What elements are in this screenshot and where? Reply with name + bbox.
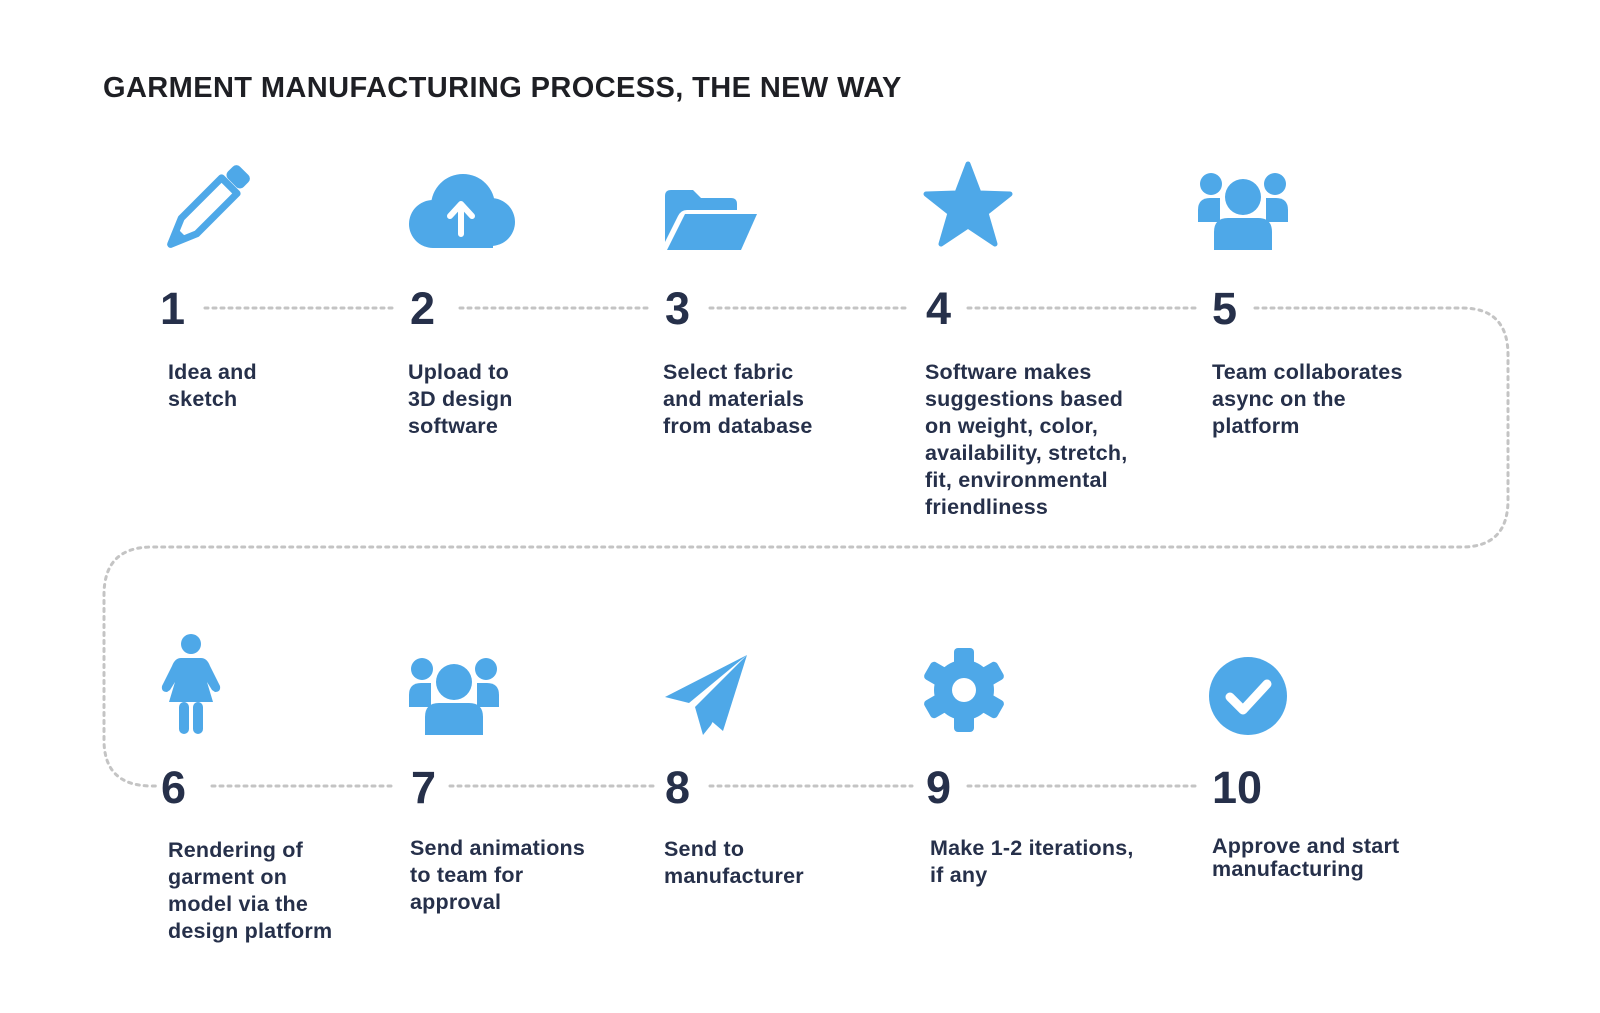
star-icon [922,160,1014,252]
team-icon [1198,170,1288,252]
step-number-6: 6 [161,762,187,813]
female-figure-icon [161,634,221,734]
team-icon [409,655,499,737]
step-number-3: 3 [665,283,691,334]
step-number-2: 2 [410,283,436,334]
step-number-9: 9 [926,762,952,813]
step-number-5: 5 [1212,283,1238,334]
gear-icon [922,648,1006,732]
paper-plane-icon [663,653,749,737]
step-number-1: 1 [160,283,186,334]
step-number-7: 7 [411,762,437,813]
step-number-10: 10 [1212,762,1263,813]
folder-open-icon [663,188,759,252]
pencil-icon [160,163,252,255]
step-description-9: Make 1-2 iterations,if any [930,836,1134,887]
step-number-4: 4 [926,283,952,334]
diagram-title: GARMENT MANUFACTURING PROCESS, THE NEW W… [103,72,902,104]
cloud-upload-icon [405,172,517,252]
step-number-8: 8 [665,762,691,813]
check-circle-icon [1208,656,1288,736]
